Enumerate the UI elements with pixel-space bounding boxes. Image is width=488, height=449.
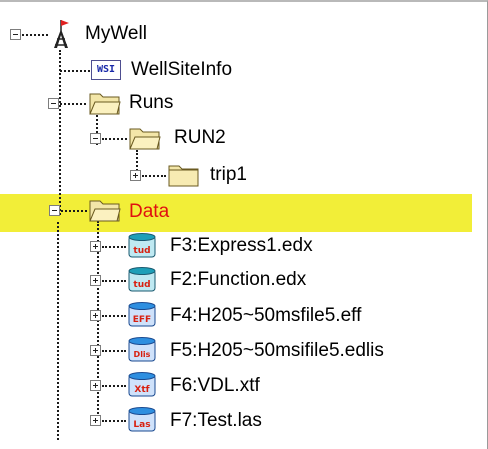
tree-label-file: F4:H205~50msfile5.eff xyxy=(170,305,362,326)
expand-toggle-file[interactable] xyxy=(90,415,101,426)
tree-label-file: F7:Test.las xyxy=(170,410,262,431)
open-folder-icon xyxy=(89,93,121,115)
file-badge: EFF xyxy=(133,315,151,325)
tree-label-wellsiteinfo: WellSiteInfo xyxy=(131,59,233,80)
data-file-icon: Xtf xyxy=(128,372,156,397)
data-file-icon: tud xyxy=(128,233,156,258)
tree-connector xyxy=(60,70,90,72)
file-badge: Xtf xyxy=(134,385,149,395)
tree-label-file: F3:Express1.edx xyxy=(170,235,313,256)
tree-line-data xyxy=(97,221,99,426)
tree-connector xyxy=(102,315,126,317)
tree-label-file: F5:H205~50msifile5.edlis xyxy=(170,340,384,361)
data-file-icon: EFF xyxy=(128,302,156,327)
selected-row-highlight xyxy=(0,194,472,232)
tree-connector xyxy=(102,385,126,387)
collapse-toggle-data[interactable] xyxy=(49,205,60,216)
expand-toggle-file[interactable] xyxy=(90,310,101,321)
tree-label-file: F2:Function.edx xyxy=(170,269,307,290)
tree-label-mywell: MyWell xyxy=(85,23,147,44)
tree-connector xyxy=(102,280,126,282)
expand-toggle-file[interactable] xyxy=(90,345,101,356)
open-folder-icon xyxy=(89,200,121,222)
collapse-toggle-run2[interactable] xyxy=(90,133,101,144)
tree-connector xyxy=(102,246,126,248)
tree-label-file: F6:VDL.xtf xyxy=(170,375,260,396)
tree-line-run2 xyxy=(136,150,138,178)
file-badge: Las xyxy=(133,420,150,430)
wsi-icon: WSI xyxy=(91,60,121,80)
tree-connector xyxy=(61,210,87,212)
well-rig-icon xyxy=(54,20,69,48)
file-badge: Dlis xyxy=(134,350,151,359)
file-badge: tud xyxy=(133,280,150,290)
tree-connector xyxy=(22,34,48,36)
data-file-icon: Las xyxy=(128,407,156,432)
tree-line-runs xyxy=(96,115,98,145)
tree-label-trip1: trip1 xyxy=(210,164,247,185)
tree-connector xyxy=(60,103,86,105)
tree-connector xyxy=(102,420,126,422)
data-file-icon: Dlis xyxy=(128,337,156,362)
collapse-toggle-runs[interactable] xyxy=(48,98,59,109)
expand-toggle-file[interactable] xyxy=(90,275,101,286)
tree-label-data: Data xyxy=(129,201,170,222)
tree-line-continue xyxy=(57,222,59,440)
expand-toggle-file[interactable] xyxy=(90,241,101,252)
tree-label-runs: Runs xyxy=(129,92,174,113)
file-badge: tud xyxy=(133,246,150,256)
expand-toggle-file[interactable] xyxy=(90,380,101,391)
tree-connector xyxy=(102,350,126,352)
tree-line-root xyxy=(59,50,61,215)
data-file-icon: tud xyxy=(128,267,156,292)
collapse-toggle-mywell[interactable] xyxy=(10,29,21,40)
tree-connector xyxy=(102,138,127,140)
folder-icon xyxy=(168,165,199,187)
tree-label-run2: RUN2 xyxy=(174,127,226,148)
expand-toggle-trip1[interactable] xyxy=(130,170,141,181)
tree-connector xyxy=(142,175,166,177)
open-folder-icon xyxy=(129,128,161,150)
